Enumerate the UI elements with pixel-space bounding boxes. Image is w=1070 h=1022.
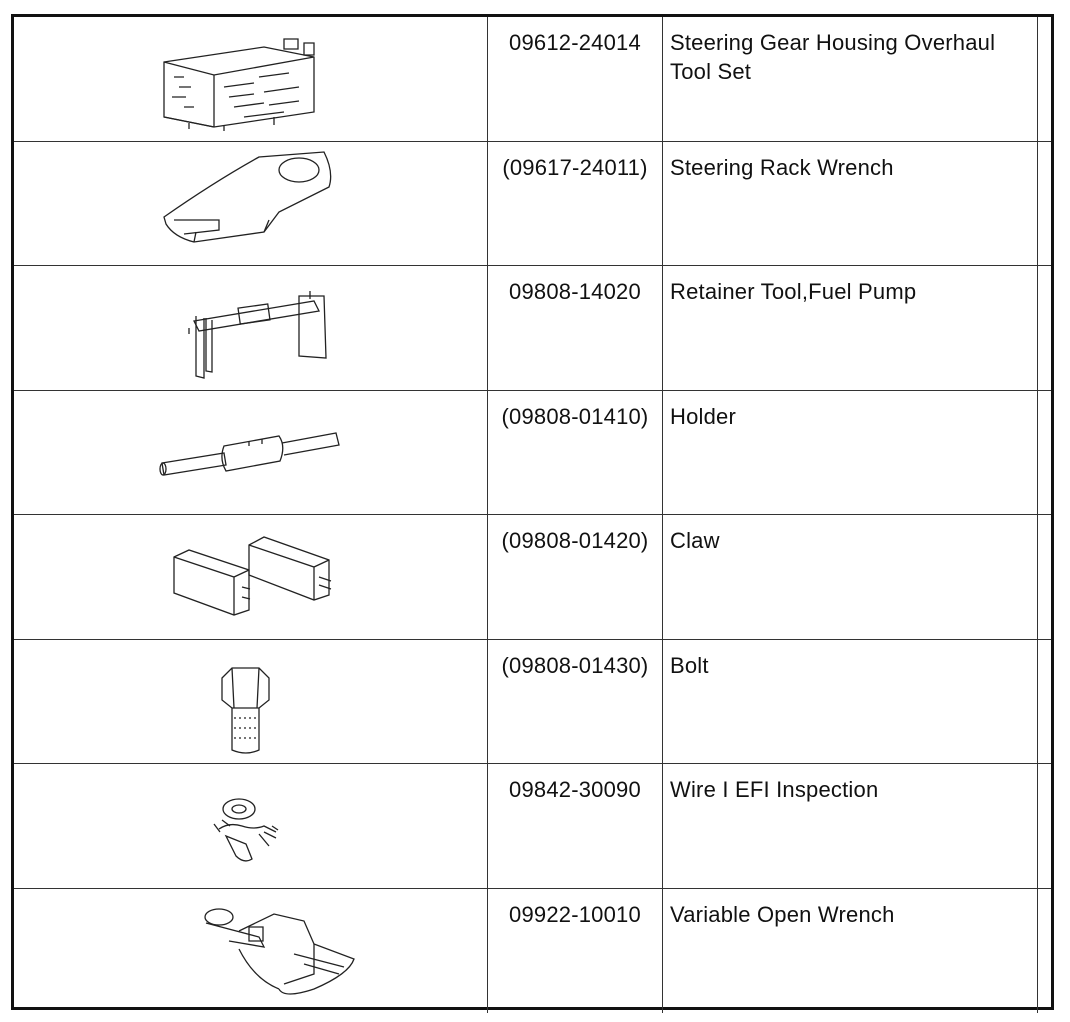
tool-name: Holder [670,403,737,429]
part-number: (09808-01430) [501,652,649,678]
table-row: 09922-10010 Variable Open Wrench [14,888,1051,1014]
part-number: 09612-24014 [509,30,641,55]
table-row: (09808-01420) Claw [14,515,1051,640]
table-row: (09617-24011) Steering Rack Wrench [14,141,1051,266]
holder-icon [14,391,488,515]
table-row: 09842-30090 Wire I EFI Inspection [14,764,1051,889]
table-row: 09808-14020 Retainer Tool,Fuel Pump [14,266,1051,391]
rack-wrench-icon [14,142,488,266]
wire-inspection-icon [14,764,488,888]
blank-cell [1038,17,1051,141]
blank-cell [1038,640,1051,764]
table-row: (09808-01430) Bolt [14,639,1051,764]
tool-name: Steering Rack Wrench [670,154,894,180]
part-number: 09808-14020 [509,279,641,304]
open-wrench-icon [14,889,488,1013]
illustration-cell [14,141,488,266]
blank-cell [1038,764,1051,888]
tool-name: Claw [670,528,720,553]
tool-name: Steering Gear Housing Overhaul Tool Set [670,30,996,84]
illustration-cell [14,639,488,764]
illustration-cell [14,888,488,1013]
blank-cell [1038,266,1051,390]
blank-cell [1038,142,1051,266]
part-number: (09808-01420) [501,528,649,553]
blank-cell [1038,889,1051,1014]
table-row: (09808-01410) Holder [14,390,1051,515]
illustration-cell [14,266,488,390]
bolt-icon [14,640,488,764]
blank-cell [1038,391,1051,515]
illustration-cell [14,515,488,639]
illustration-cell [14,390,488,515]
part-number: 09922-10010 [509,901,641,927]
part-number: 09842-30090 [509,777,641,802]
tool-set-icon [14,17,488,141]
table-row: 09612-24014 Steering Gear Housing Overha… [14,17,1051,142]
part-number: (09808-01410) [501,403,649,429]
part-number: (09617-24011) [502,154,648,180]
tool-name: Bolt [670,652,709,678]
claw-icon [14,515,488,639]
illustration-cell [14,764,488,888]
retainer-tool-icon [14,266,488,390]
tool-name: Retainer Tool,Fuel Pump [670,279,917,304]
blank-cell [1038,515,1051,639]
tools-table: 09612-24014 Steering Gear Housing Overha… [11,14,1054,1013]
illustration-cell [14,17,488,141]
tool-name: Wire I EFI Inspection [670,777,879,802]
tool-name: Variable Open Wrench [670,901,895,927]
